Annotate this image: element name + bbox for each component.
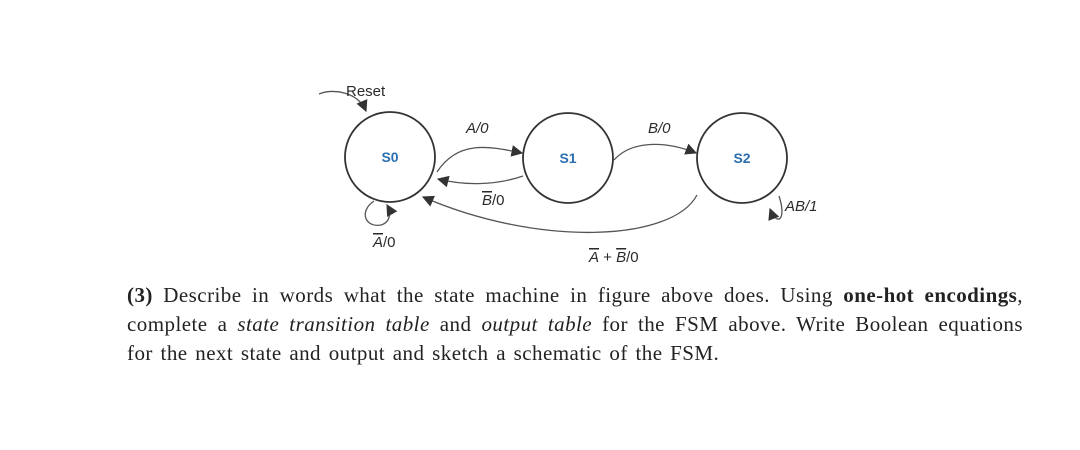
label-s2-self: AB/1 [784,198,818,215]
state-s2: S2 [696,112,788,204]
reset-arrow [318,90,368,113]
fsm-diagram: Reset A/0 B/0 B/0 A + B/0 A/0 AB/1 S0 S1… [318,83,818,266]
label-s0-self: A/0 [372,234,396,251]
state-label-s1: S1 [559,150,576,166]
question-part-4: for the FSM above. Write Boolean equatio… [127,312,1023,365]
output-table-term: output table [481,312,593,336]
label-s1-s2: B/0 [648,120,671,137]
state-s0: S0 [344,111,436,203]
self-loop-s2 [768,195,783,221]
question-part-2: , complete a [127,283,1023,336]
state-transition-table-term: state transition table [237,312,430,336]
reset-label: Reset [346,83,386,100]
one-hot-term: one-hot encodings [843,283,1018,307]
question-part-3: and [429,312,482,336]
question-part-1: Describe in words what the state machine… [152,283,844,307]
label-s1-s0: B/0 [482,192,505,209]
transition-s2-s0 [421,194,698,234]
question-number: (3) [127,283,153,307]
state-label-s0: S0 [381,149,398,165]
label-s2-s0: A + B/0 [588,249,639,266]
transition-s1-s2 [613,143,698,161]
transition-s1-s0 [436,175,524,188]
self-loop-s0 [364,200,398,226]
state-s1: S1 [522,112,614,204]
transition-s0-s1 [436,145,524,173]
state-label-s2: S2 [733,150,750,166]
question-text: (3) Describe in words what the state mac… [127,281,1023,368]
label-s0-s1: A/0 [465,120,489,137]
